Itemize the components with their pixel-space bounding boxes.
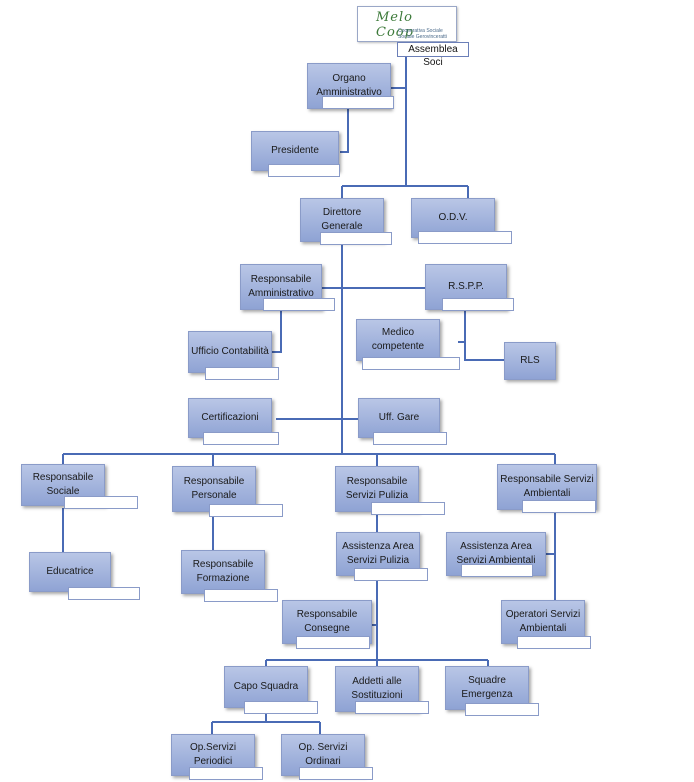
node-responsabile-servizi-pulizia-tag — [371, 502, 445, 515]
node-operatori-servizi-ambientali-tag — [517, 636, 591, 649]
node-capo-squadra-tag — [244, 701, 318, 714]
node-op-servizi-ordinari-tag — [299, 767, 373, 780]
node-squadre-emergenza: Squadre Emergenza — [445, 666, 529, 710]
node-assistenza-area-servizi-pulizia-tag — [354, 568, 428, 581]
node-responsabile-consegne-tag — [296, 636, 370, 649]
node-organo-amministrativo-tag — [322, 96, 394, 109]
node-responsabile-servizi-ambientali-tag — [522, 500, 596, 513]
logo-subtitle-2: Sociale Gerovinceratti — [398, 34, 447, 40]
node-op-servizi-periodici-tag — [189, 767, 263, 780]
node-medico-competente-tag — [362, 357, 460, 370]
node-certificazioni-tag — [203, 432, 279, 445]
node-direttore-generale-tag — [320, 232, 392, 245]
node-rls: RLS — [504, 342, 556, 380]
node-assemblea-soci: Assemblea Soci — [397, 42, 469, 68]
node-educatrice: Educatrice — [29, 552, 111, 592]
node-presidente-tag — [268, 164, 340, 177]
melo-coop-logo: Melo Coop Cooperativa Sociale Sociale Ge… — [357, 6, 457, 42]
node-assistenza-area-servizi-ambientali-tag — [461, 564, 533, 577]
node-responsabile-amministrativo-tag — [263, 298, 335, 311]
node-responsabile-sociale-tag — [64, 496, 138, 509]
node-odv-tag — [418, 231, 512, 244]
node-ufficio-gare-tag — [373, 432, 447, 445]
node-responsabile-personale-tag — [209, 504, 283, 517]
node-educatrice-tag — [68, 587, 140, 600]
node-medico-competente: Medico competente — [356, 319, 440, 361]
logo-wordmark: Melo Coop — [376, 10, 414, 40]
node-responsabile-formazione-tag — [204, 589, 278, 602]
node-rspp-tag — [442, 298, 514, 311]
node-squadre-emergenza-tag — [465, 703, 539, 716]
logo-subtitle-1: Cooperativa Sociale — [398, 28, 443, 34]
node-addetti-alle-sostituzioni-tag — [355, 701, 429, 714]
node-certificazioni: Certificazioni — [188, 398, 272, 438]
node-ufficio-contabilita-tag — [205, 367, 279, 380]
node-responsabile-formazione: Responsabile Formazione — [181, 550, 265, 594]
